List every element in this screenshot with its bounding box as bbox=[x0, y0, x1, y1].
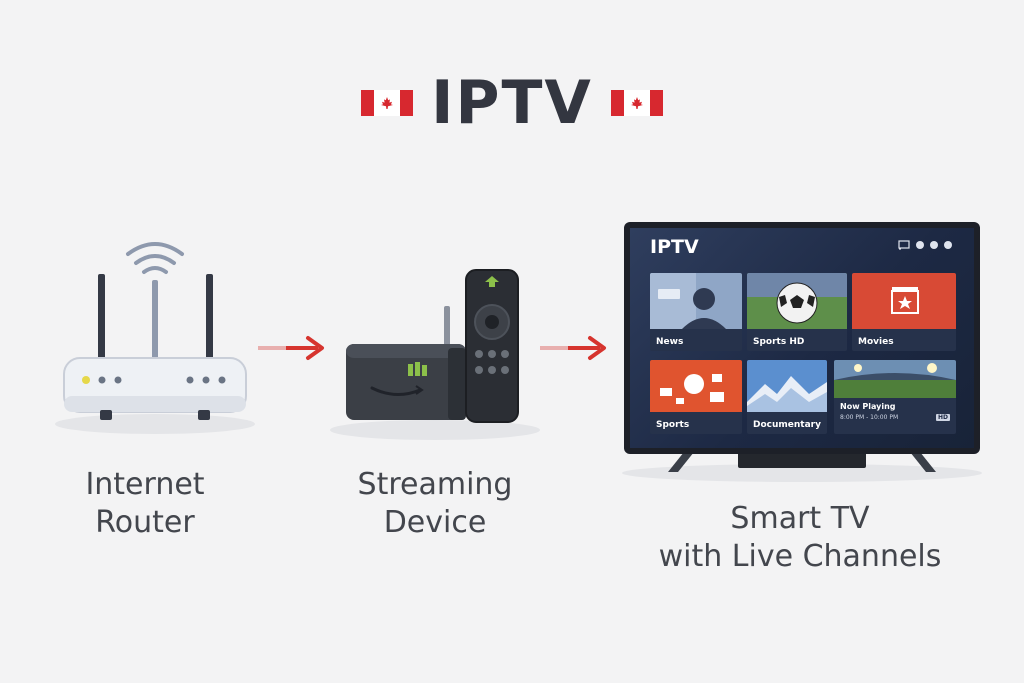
caption-line: Internet bbox=[85, 467, 205, 502]
tile-label: Documentary bbox=[753, 420, 821, 430]
caption-line: Device bbox=[383, 505, 487, 540]
caption-line: Smart TV bbox=[730, 501, 870, 536]
caption-line: Streaming bbox=[357, 467, 513, 502]
channel-tile-sports[interactable]: Sports bbox=[650, 360, 742, 434]
tv-caption: Smart TV with Live Channels bbox=[620, 500, 980, 576]
mountain-thumbnail bbox=[747, 360, 827, 412]
cast-icon[interactable] bbox=[898, 240, 910, 250]
tile-label: Sports HD bbox=[753, 337, 805, 347]
tile-label: Sports bbox=[656, 420, 690, 430]
page-title: IPTV bbox=[431, 68, 593, 138]
canada-flag-icon bbox=[610, 90, 663, 116]
tv-brand: IPTV bbox=[650, 236, 699, 258]
channel-tile-movies[interactable]: Movies bbox=[852, 273, 956, 351]
now-playing-time: 8:00 PM - 10:00 PM bbox=[840, 414, 899, 421]
title-row: IPTV bbox=[0, 68, 1024, 138]
channel-tile-documentary[interactable]: Documentary bbox=[747, 360, 827, 434]
tv-screen: IPTV News Sports HD bbox=[630, 228, 974, 448]
sports-shapes-thumbnail bbox=[650, 360, 742, 412]
caption-line: Router bbox=[95, 505, 195, 540]
arrow-icon bbox=[258, 336, 324, 360]
canada-flag-icon bbox=[361, 90, 414, 116]
channel-tile-sports-hd[interactable]: Sports HD bbox=[747, 273, 847, 351]
router-caption: Internet Router bbox=[40, 466, 250, 542]
dot-icon bbox=[930, 241, 938, 249]
movie-clapper-thumbnail bbox=[852, 273, 956, 329]
tile-label: Movies bbox=[858, 337, 894, 347]
router-icon bbox=[55, 242, 255, 434]
caption-line: with Live Channels bbox=[658, 539, 942, 574]
now-playing-label: Now Playing bbox=[840, 402, 896, 411]
hd-badge: HD bbox=[935, 414, 950, 421]
streaming-device-icon bbox=[330, 269, 540, 440]
dot-icon bbox=[916, 241, 924, 249]
arrow-icon bbox=[540, 336, 606, 360]
now-playing-tile[interactable]: Now Playing 8:00 PM - 10:00 PM HD bbox=[834, 360, 956, 434]
tv-stand bbox=[622, 452, 982, 482]
tile-label: News bbox=[656, 337, 684, 347]
news-anchor-thumbnail bbox=[650, 273, 742, 329]
dot-icon bbox=[944, 241, 952, 249]
stadium-thumbnail bbox=[834, 360, 956, 398]
tv-status-bar bbox=[898, 240, 952, 250]
channel-tile-news[interactable]: News bbox=[650, 273, 742, 351]
soccer-ball-thumbnail bbox=[747, 273, 847, 329]
device-caption: Streaming Device bbox=[330, 466, 540, 542]
